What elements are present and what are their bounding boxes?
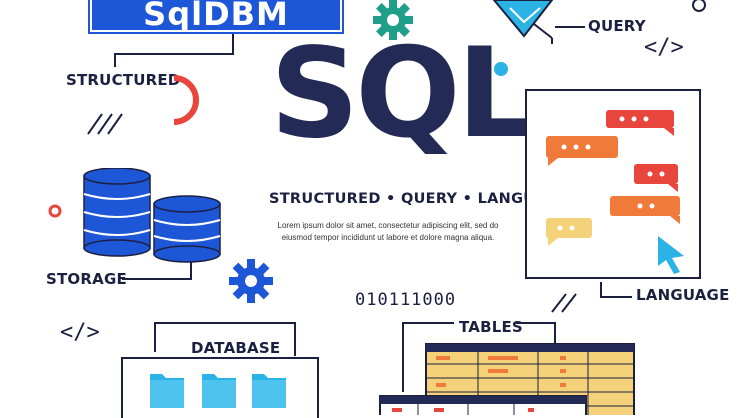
dot-icon [494, 62, 508, 76]
chat-bubble-icon [546, 218, 592, 246]
database-label: DATABASE [191, 339, 281, 357]
folder-icon [252, 374, 286, 408]
database-connector-left [154, 322, 156, 352]
database-connector-top [154, 322, 296, 324]
structured-connector-v [114, 53, 116, 67]
chat-bubble-icon [546, 136, 618, 166]
folder-icon [150, 374, 184, 408]
language-label: LANGUAGE [636, 286, 730, 304]
tables-connector-top-left [402, 322, 454, 324]
gear-icon [229, 259, 273, 303]
language-connector-v [600, 282, 602, 298]
tables-connector-left [402, 322, 404, 392]
ring-dot-icon [692, 0, 706, 12]
cursor-icon [658, 236, 684, 274]
language-connector-h [600, 296, 632, 298]
structured-connector-h [114, 53, 234, 55]
gear-icon [373, 0, 413, 40]
description: Lorem ipsum dolor sit amet, consectetur … [277, 221, 499, 242]
query-label: QUERY [588, 17, 646, 35]
chat-bubble-icon [634, 164, 678, 192]
sql-headline: SQL [270, 22, 536, 166]
sqldbm-logo: SqlDBM [88, 0, 344, 34]
folder-icon [202, 374, 236, 408]
database-cylinder-icon [83, 168, 221, 263]
structured-connector-up [232, 34, 234, 54]
logo-text: SqlDBM [143, 0, 289, 33]
slash-marks [551, 293, 577, 313]
table-icon [379, 343, 635, 415]
ring-dot-icon [48, 204, 62, 218]
query-connector [555, 26, 585, 28]
code-icon: </> [644, 35, 684, 60]
tables-label: TABLES [459, 318, 523, 336]
storage-label: STORAGE [46, 270, 127, 288]
chat-panel [525, 89, 701, 279]
binary-text: 010111000 [355, 290, 457, 310]
database-panel [121, 357, 319, 418]
arc-icon [173, 75, 199, 125]
slash-marks [87, 113, 123, 135]
code-icon: </> [60, 320, 100, 345]
subtitle: STRUCTURED • QUERY • LANGUAGE [269, 191, 569, 207]
chat-bubble-icon [606, 110, 674, 136]
storage-connector-v [190, 262, 192, 280]
tables-connector-top-right [516, 322, 556, 324]
tables-connector-right [554, 322, 556, 344]
database-connector-right [294, 322, 296, 356]
storage-connector-h [122, 278, 192, 280]
chat-bubble-icon [610, 196, 680, 224]
funnel-icon [492, 0, 554, 44]
structured-label: STRUCTURED [66, 71, 181, 89]
